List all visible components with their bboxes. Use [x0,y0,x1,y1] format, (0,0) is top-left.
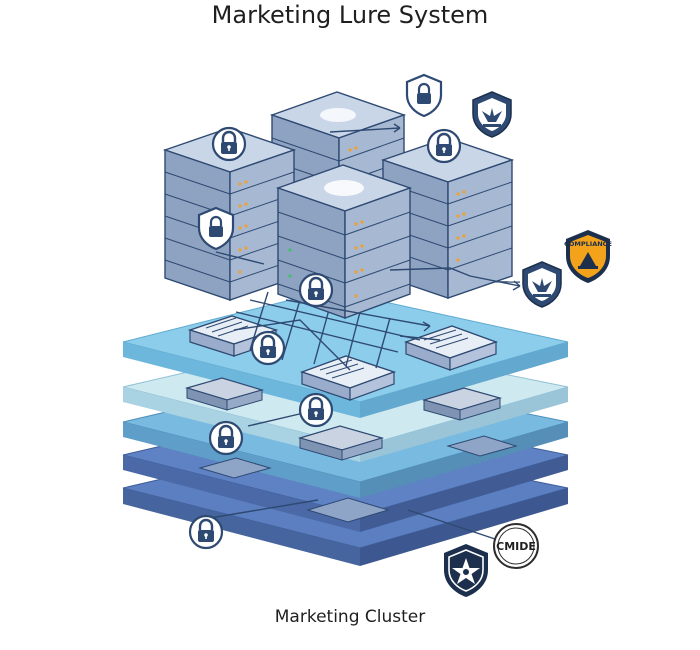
lock-icon-server-right [426,128,462,164]
switch-top-right [403,325,499,371]
shield-star-badge-icon [444,544,488,597]
diagram-caption: Marketing Cluster [274,607,426,627]
lock-icon-top-layer [298,272,334,308]
shield-eagle-badge-icon-top [472,91,512,138]
switch-layer2-right [421,387,503,421]
layer-stack [122,289,569,566]
lock-icon-switch-left [250,330,286,366]
diagram-title: Marketing Lure System [211,1,489,29]
switch-layer3-center [297,425,385,461]
compliance-badge-label: COMPLIANCE [564,240,612,248]
cmide-seal: CMIDE [493,523,539,569]
switch-layer4-right [446,435,518,457]
compliance-badge: COMPLIANCE [564,230,612,283]
lock-icon-bottom-left [188,514,224,550]
cmide-seal-label: CMIDE [496,540,536,553]
server-rack-front [275,164,413,320]
shield-lock-icon-top [405,73,443,118]
lock-icon-switch-center [298,392,334,428]
shield-eagle-badge-icon-right [522,261,562,308]
switch-layer2-left [184,377,265,411]
switch-layer4-left [198,457,272,479]
lock-icon-server-left [211,126,247,162]
lock-icon-layer-left [208,420,244,456]
switch-layer5-center [306,497,390,523]
switch-top-center [299,355,397,401]
